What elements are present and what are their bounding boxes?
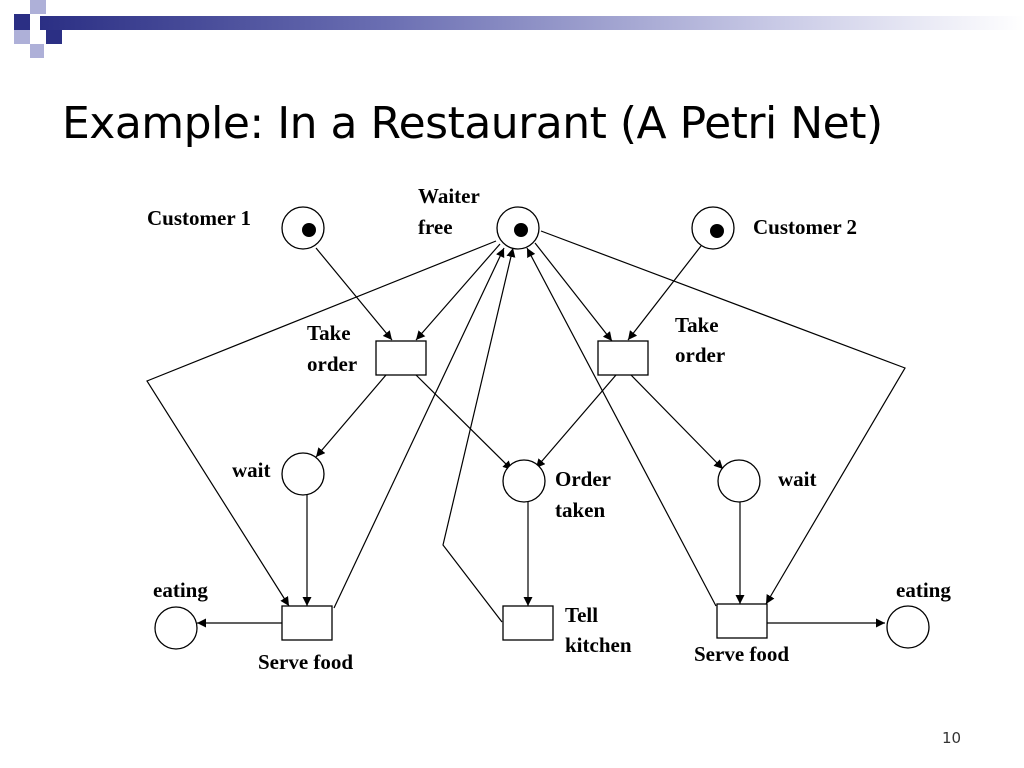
label-order-taken-line2: taken [555, 498, 605, 522]
label-customer-1: Customer 1 [147, 206, 251, 230]
label-take-order-right-line2: order [675, 343, 725, 367]
arc-serve-food-right-to-waiter [526, 247, 717, 607]
label-order-taken-line1: Order [555, 467, 611, 491]
place-wait-left [281, 452, 325, 496]
label-eating-right: eating [896, 578, 951, 602]
label-customer-2: Customer 2 [753, 215, 857, 239]
transition-take-order-left [375, 340, 427, 376]
label-tell-kitchen-line1: Tell [565, 603, 598, 627]
arc-take-order-right-to-order-taken [535, 374, 617, 469]
label-serve-food-right: Serve food [694, 642, 789, 666]
label-take-order-left-line1: Take [307, 321, 351, 345]
page-number: 10 [942, 729, 962, 747]
label-wait-left: wait [232, 458, 271, 482]
token [302, 223, 316, 237]
label-eating-left: eating [153, 578, 208, 602]
corner-square-navy [46, 30, 62, 44]
arc-take-order-left-to-order-taken [415, 374, 513, 471]
arc-waiter-to-serve-food-left [146, 240, 497, 607]
corner-square-navy [14, 14, 30, 30]
transition-serve-food-right [716, 603, 768, 639]
place-wait-right [717, 459, 761, 503]
token [710, 224, 724, 238]
label-tell-kitchen-line2: kitchen [565, 633, 632, 657]
label-take-order-left-line2: order [307, 352, 357, 376]
place-order-taken [502, 459, 546, 503]
slide-title: Example: In a Restaurant (A Petri Net) [62, 98, 883, 149]
arc-waiter-to-serve-food-right [540, 230, 906, 605]
places [154, 206, 930, 650]
labels: Customer 1 Waiter free Customer 2 Take o… [147, 184, 951, 674]
title-bar-gradient [40, 16, 1024, 30]
arc-waiter-to-take-order-right [534, 242, 613, 342]
place-eating-right [886, 605, 930, 649]
arc-customer1-to-take-order-left [315, 247, 393, 341]
place-waiter-free [496, 206, 540, 250]
transitions [281, 340, 768, 641]
transition-tell-kitchen [502, 605, 554, 641]
place-customer-2 [691, 206, 735, 250]
arc-take-order-left-to-wait [315, 374, 387, 458]
corner-square-light [30, 0, 46, 14]
arc-take-order-right-to-wait [630, 374, 724, 470]
arcs [146, 230, 906, 628]
token [514, 223, 528, 237]
corner-square-light [30, 44, 44, 58]
corner-square-light [14, 30, 30, 44]
label-waiter-free-line2: free [418, 215, 453, 239]
transition-take-order-right [597, 340, 649, 376]
arc-tell-kitchen-to-waiter [442, 247, 516, 623]
place-eating-left [154, 606, 198, 650]
label-waiter-free-line1: Waiter [418, 184, 480, 208]
arc-customer2-to-take-order-right [627, 245, 702, 341]
place-customer-1 [281, 206, 325, 250]
arc-waiter-to-take-order-left [415, 243, 501, 341]
transition-serve-food-left [281, 605, 333, 641]
label-wait-right: wait [778, 467, 817, 491]
arc-serve-food-left-to-waiter [333, 247, 505, 609]
label-serve-food-left: Serve food [258, 650, 353, 674]
label-take-order-right-line1: Take [675, 313, 719, 337]
